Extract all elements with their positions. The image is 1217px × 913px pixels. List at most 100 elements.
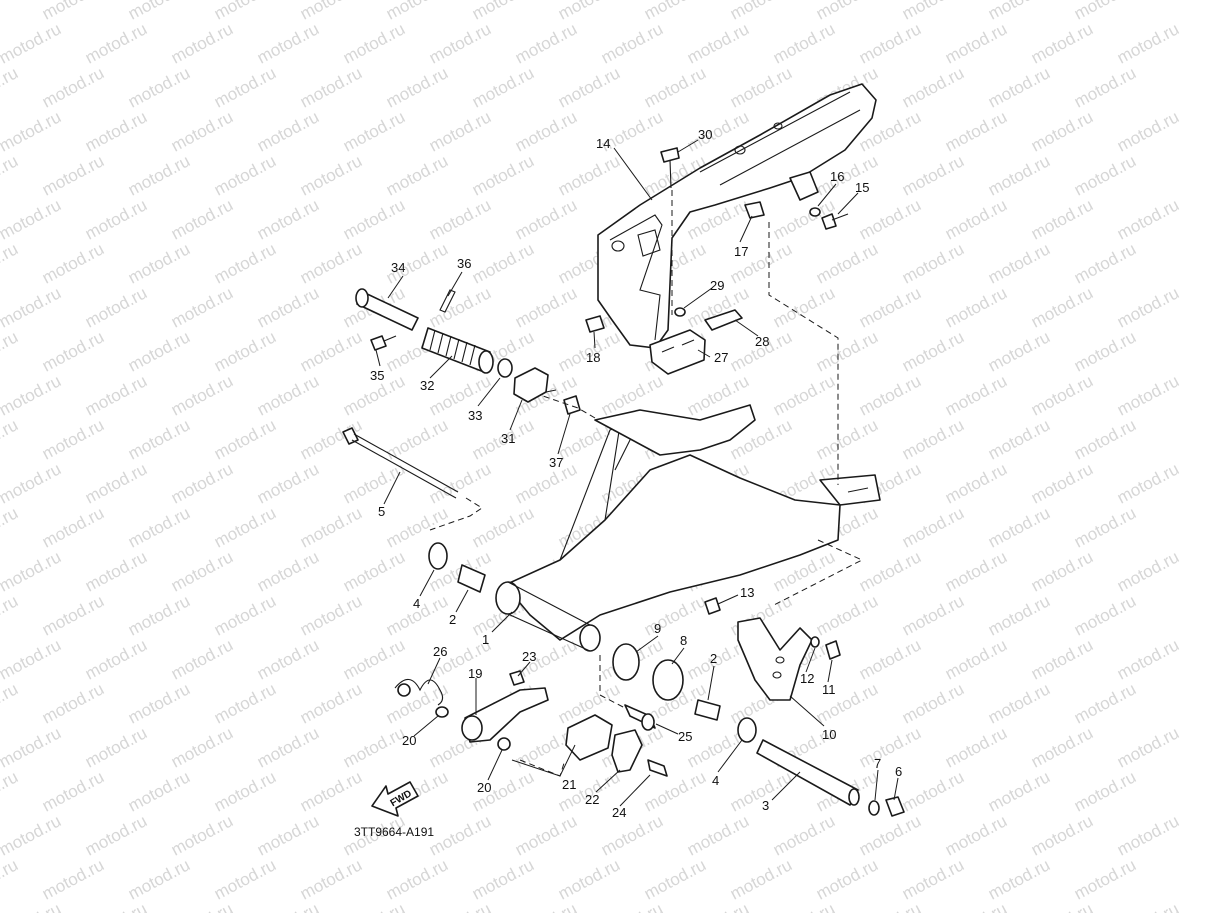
watermark-text: motod.ru [512, 283, 580, 331]
watermark-text: motod.ru [211, 0, 279, 24]
watermark-text: motod.ru [813, 415, 881, 463]
watermark-text: motod.ru [942, 811, 1010, 859]
watermark-text: motod.ru [899, 767, 967, 815]
watermark-text: motod.ru [125, 151, 193, 199]
bushing-4-left [428, 542, 448, 570]
watermark-text: motod.ru [426, 811, 494, 859]
watermark-text: motod.ru [555, 151, 623, 199]
watermark-text: motod.ru [211, 855, 279, 903]
collar-2-left [457, 564, 486, 593]
callout-18: 18 [586, 350, 600, 365]
watermark-text: motod.ru [1071, 327, 1139, 375]
bracket-10 [737, 617, 813, 701]
watermark-text: motod.ru [856, 19, 924, 67]
watermark-text: motod.ru [856, 283, 924, 331]
washer-20-bottom [497, 737, 511, 751]
callout-4-right: 4 [712, 773, 719, 788]
watermark-text: motod.ru [469, 239, 537, 287]
bolt-30 [660, 147, 680, 189]
watermark-text: motod.ru [0, 723, 64, 771]
watermark-text: motod.ru [770, 899, 838, 913]
watermark-text: motod.ru [770, 283, 838, 331]
watermark-text: motod.ru [0, 503, 21, 551]
watermark-text: motod.ru [985, 151, 1053, 199]
watermark-text: motod.ru [125, 591, 193, 639]
watermark-text: motod.ru [1114, 19, 1182, 67]
watermark-text: motod.ru [1114, 371, 1182, 419]
watermark-text: motod.ru [39, 63, 107, 111]
nut-37 [563, 395, 581, 415]
watermark-text: motod.ru [39, 679, 107, 727]
watermark-text: motod.ru [82, 459, 150, 507]
watermark-text: motod.ru [813, 327, 881, 375]
watermark-text: motod.ru [899, 855, 967, 903]
watermark-text: motod.ru [1028, 107, 1096, 155]
callout-9: 9 [654, 621, 661, 636]
watermark-text: motod.ru [1028, 547, 1096, 595]
watermark-text: motod.ru [1028, 899, 1096, 913]
watermark-text: motod.ru [641, 63, 709, 111]
watermark-text: motod.ru [1071, 767, 1139, 815]
bracket-31 [513, 367, 557, 403]
bolt-15 [821, 213, 849, 230]
watermark-text: motod.ru [426, 195, 494, 243]
watermark-text: motod.ru [0, 239, 21, 287]
watermark-text: motod.ru [426, 371, 494, 419]
watermark-text: motod.ru [512, 811, 580, 859]
watermark-text: motod.ru [82, 635, 150, 683]
watermark-text: motod.ru [985, 0, 1053, 24]
watermark-text: motod.ru [254, 547, 322, 595]
watermark-text: motod.ru [340, 459, 408, 507]
watermark-text: motod.ru [1114, 811, 1182, 859]
watermark-text: motod.ru [254, 811, 322, 859]
watermark-text: motod.ru [340, 107, 408, 155]
watermark-text: motod.ru [297, 239, 365, 287]
bolt-17 [744, 201, 765, 219]
swingarm-1 [495, 404, 881, 652]
callout-37: 37 [549, 455, 563, 470]
callout-35: 35 [370, 368, 384, 383]
watermark-text: motod.ru [598, 19, 666, 67]
watermark-text: motod.ru [39, 0, 107, 24]
watermark-text: motod.ru [426, 459, 494, 507]
watermark-text: motod.ru [340, 635, 408, 683]
watermark-text: motod.ru [1114, 195, 1182, 243]
watermark-text: motod.ru [168, 371, 236, 419]
watermark-text: motod.ru [254, 635, 322, 683]
callout-10: 10 [822, 727, 836, 742]
watermark-text: motod.ru [770, 811, 838, 859]
watermark-text: motod.ru [469, 151, 537, 199]
watermark-text: motod.ru [856, 899, 924, 913]
watermark-text: motod.ru [125, 327, 193, 375]
bolt-13 [704, 597, 721, 615]
watermark-text: motod.ru [125, 63, 193, 111]
watermark-text: motod.ru [942, 635, 1010, 683]
watermark-text: motod.ru [125, 239, 193, 287]
watermark-text: motod.ru [942, 899, 1010, 913]
watermark-text: motod.ru [1028, 723, 1096, 771]
bolt-24 [647, 759, 668, 777]
watermark-text: motod.ru [856, 635, 924, 683]
watermark-text: motod.ru [0, 283, 64, 331]
callout-3: 3 [762, 798, 769, 813]
callout-28: 28 [755, 334, 769, 349]
watermark-text: motod.ru [125, 0, 193, 24]
watermark-text: motod.ru [39, 855, 107, 903]
watermark-text: motod.ru [125, 503, 193, 551]
watermark-text: motod.ru [211, 679, 279, 727]
callout-5: 5 [378, 504, 385, 519]
watermark-text: motod.ru [770, 371, 838, 419]
watermark-text: motod.ru [297, 327, 365, 375]
callout-2-right: 2 [710, 651, 717, 666]
watermark-text: motod.ru [82, 811, 150, 859]
watermark-text: motod.ru [211, 63, 279, 111]
watermark-text: motod.ru [0, 371, 64, 419]
watermark-text: motod.ru [0, 63, 21, 111]
callout-21: 21 [562, 777, 576, 792]
watermark-text: motod.ru [39, 767, 107, 815]
watermark-text: motod.ru [0, 899, 64, 913]
watermark-text: motod.ru [555, 855, 623, 903]
chain-guard [597, 83, 877, 349]
bolt-11 [825, 640, 841, 660]
watermark-text: motod.ru [1114, 283, 1182, 331]
